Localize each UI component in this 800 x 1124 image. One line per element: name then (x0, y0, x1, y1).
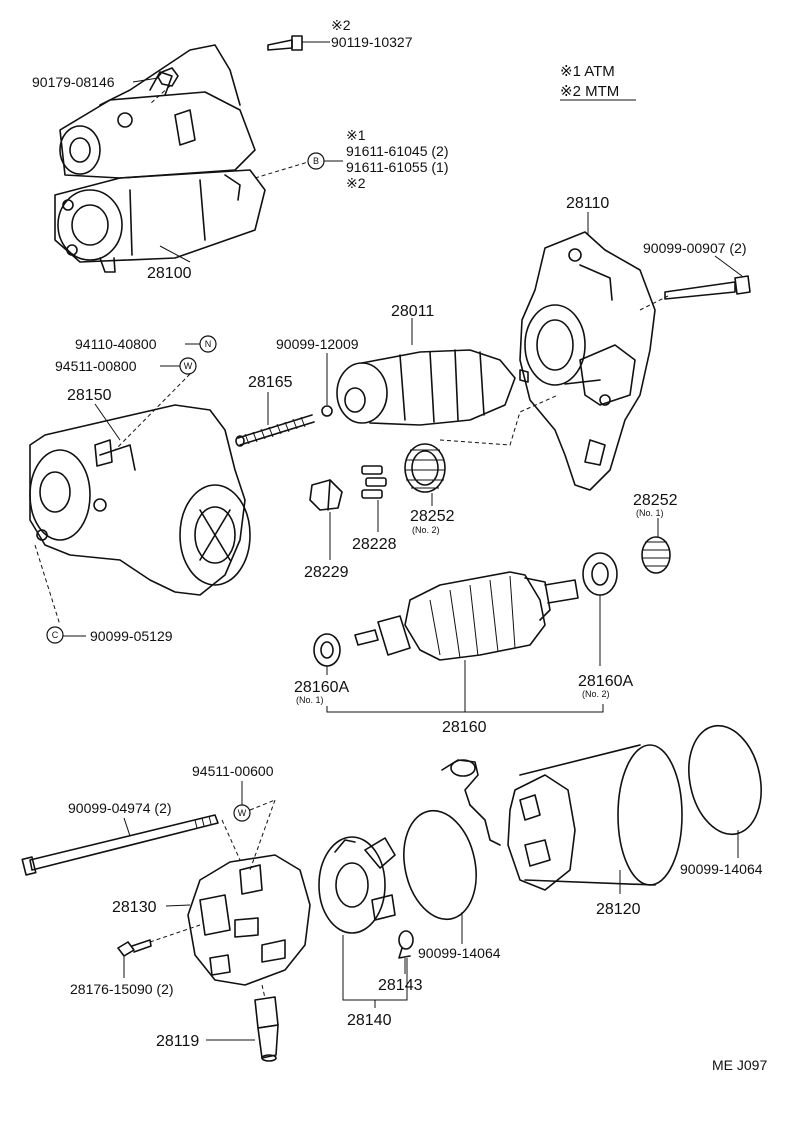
label-small-screw: 28176-15090 (2) (70, 981, 174, 997)
label-screw-b-2: 91611-61055 (1) (346, 159, 448, 175)
idler-no2-drawing (404, 443, 446, 493)
label-oring-1: 90099-14064 (418, 945, 501, 961)
yoke-drawing (441, 744, 683, 891)
dash-washer-w2-c (221, 819, 241, 861)
label-washer: 90099-12009 (276, 336, 359, 352)
small-screw-drawing (117, 939, 152, 957)
screw-b-symbol: B (307, 152, 325, 170)
svg-text:B: B (313, 156, 319, 166)
dash-clutch-housing (439, 394, 559, 446)
armature-drawing (354, 571, 579, 661)
svg-text:W: W (184, 361, 193, 371)
label-through-bolt: 90099-00907 (2) (643, 240, 747, 256)
label-screw-b-note1: ※1 (346, 127, 366, 143)
leader-long-bolt (123, 817, 131, 837)
bearing-no1-drawing (313, 633, 341, 667)
dash-terminal (261, 984, 266, 999)
dash-small-screw (149, 924, 201, 943)
idler-no1-drawing (641, 536, 671, 574)
svg-text:C: C (52, 630, 59, 640)
label-28100: 28100 (147, 265, 192, 282)
washer-drawing (321, 405, 333, 417)
washer-w2-symbol: W (233, 804, 251, 822)
label-bolt-top: 90119-10327 (331, 34, 413, 50)
label-oring-2: 90099-14064 (680, 861, 763, 877)
nut-n-symbol: N (199, 335, 217, 353)
spring-drawing (235, 414, 315, 447)
retainer-28228-drawing (361, 465, 387, 499)
dash-through-bolt (639, 295, 669, 311)
label-28120: 28120 (596, 901, 641, 918)
oring-2-drawing (688, 724, 762, 836)
clutch-drawing (336, 349, 529, 426)
footer-code: ME J097 (712, 1057, 767, 1073)
switch-drawing (29, 404, 251, 596)
long-bolt-drawing (21, 814, 219, 876)
label-idler-no2: 28252 (410, 508, 455, 525)
end-frame-drawing (187, 854, 311, 986)
brush-holder-drawing (318, 836, 396, 934)
label-28130: 28130 (112, 899, 157, 916)
dash-nut-top (149, 85, 171, 105)
label-idler-no2-sub: (No. 2) (412, 525, 440, 535)
leader-28100 (159, 245, 191, 263)
label-28228: 28228 (352, 536, 397, 553)
svg-text:N: N (205, 339, 212, 349)
ball-28229-drawing (309, 479, 343, 511)
label-screw-b-1: 91611-61045 (2) (346, 143, 448, 159)
bolt-top-drawing (267, 35, 303, 51)
label-28165: 28165 (248, 374, 293, 391)
oring-1-drawing (403, 809, 477, 921)
label-28160: 28160 (442, 719, 487, 736)
housing-drawing (519, 231, 656, 491)
legend: ※1 ATM ※2 MTM (560, 63, 636, 101)
label-nut-c: 90099-05129 (90, 628, 173, 644)
brush-spring-drawing (398, 930, 414, 959)
washer-w-symbol: W (179, 357, 197, 375)
label-28110: 28110 (566, 195, 609, 212)
svg-text:W: W (238, 808, 247, 818)
label-28011: 28011 (391, 303, 434, 320)
label-28140: 28140 (347, 1012, 392, 1029)
legend-atm: ※1 ATM (560, 63, 615, 80)
leader-nut-top (132, 77, 159, 83)
label-washer-w: 94511-00800 (55, 358, 137, 374)
legend-mtm: ※2 MTM (560, 83, 619, 100)
nut-c-symbol: C (46, 626, 64, 644)
label-28229: 28229 (304, 564, 349, 581)
dash-screw-b (254, 161, 309, 179)
dash-nut-c (34, 544, 61, 626)
label-screw-b-note2: ※2 (346, 175, 366, 191)
dash-washer-w (114, 373, 191, 451)
leader-through-bolt (714, 255, 743, 277)
leader-28130 (165, 904, 191, 907)
dash-washer-w2-b (249, 799, 276, 871)
label-washer-w2: 94511-00600 (192, 763, 274, 779)
leader-28150 (94, 403, 121, 441)
label-idler-no1: 28252 (633, 492, 678, 509)
label-28143: 28143 (378, 977, 423, 994)
through-bolt-drawing (664, 275, 751, 300)
label-bolt-top-note: ※2 (331, 17, 351, 33)
label-28150: 28150 (67, 387, 112, 404)
label-long-bolt: 90099-04974 (2) (68, 800, 172, 816)
label-idler-no1-sub: (No. 1) (636, 508, 664, 518)
label-bearing-no1-sub: (No. 1) (296, 695, 324, 705)
dash-washer-w2-a (249, 799, 276, 811)
nut-top-icon (157, 67, 179, 87)
bearing-no2-drawing (582, 552, 618, 596)
label-nut-n: 94110-40800 (75, 336, 157, 352)
label-28119: 28119 (156, 1033, 199, 1050)
label-nut-top: 90179-08146 (32, 74, 115, 90)
label-bearing-no2-sub: (No. 2) (582, 689, 610, 699)
terminal-drawing (254, 996, 279, 1062)
starter-assembly-drawing (54, 44, 266, 273)
label-bearing-no1: 28160A (294, 679, 349, 696)
label-bearing-no2: 28160A (578, 673, 633, 690)
